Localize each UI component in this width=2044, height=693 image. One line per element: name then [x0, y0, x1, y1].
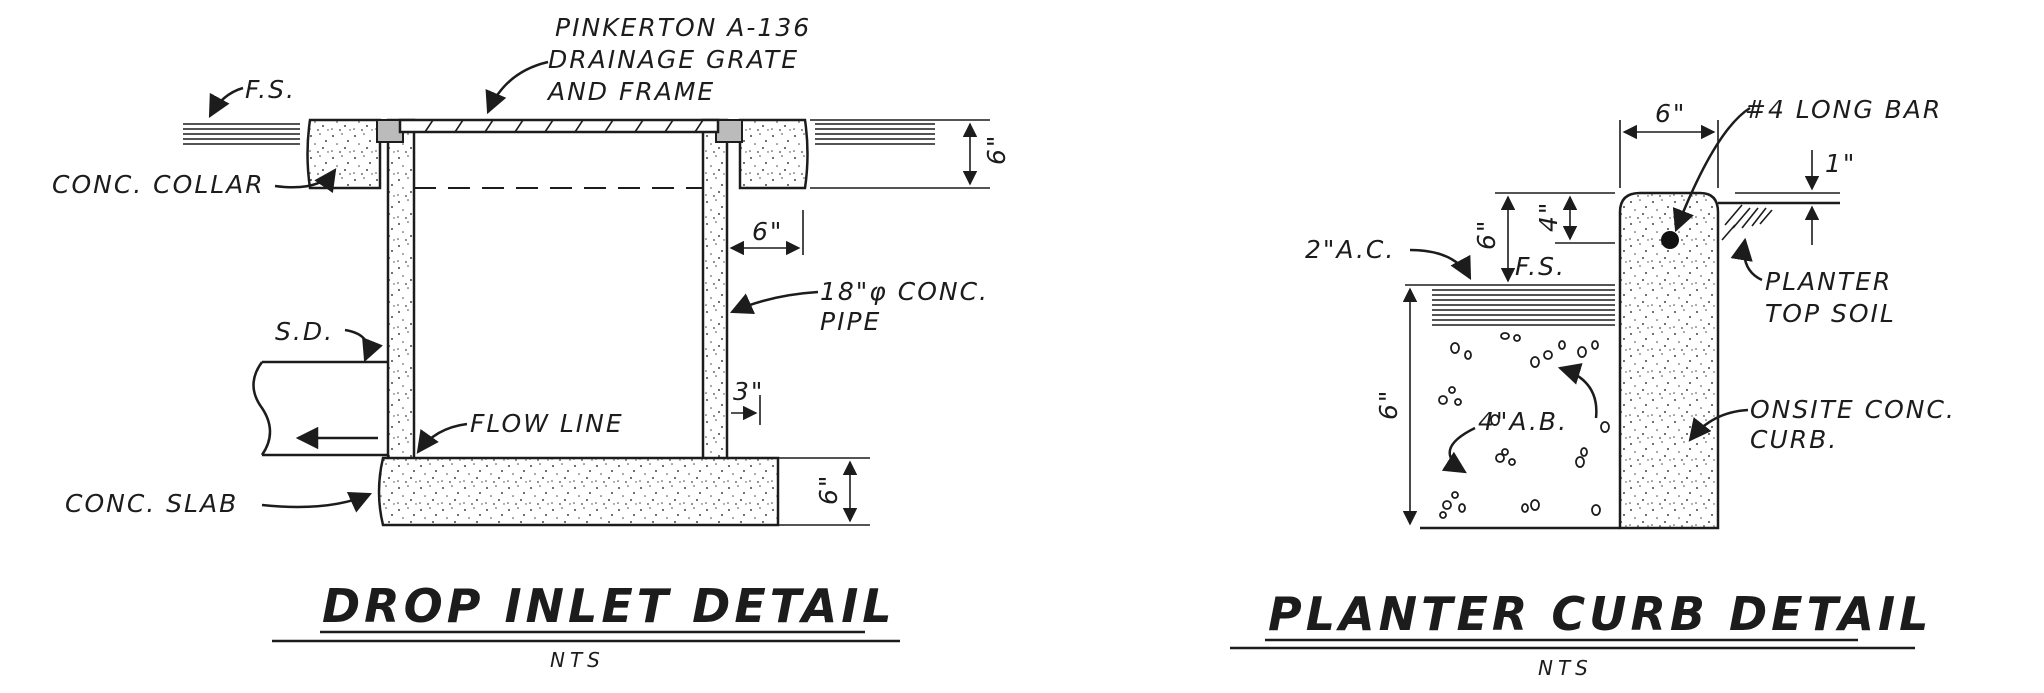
rebar-leader	[1672, 106, 1751, 233]
finished-surface-label: F.S.	[245, 75, 296, 104]
dimension-lower-6-label: 6"	[1374, 389, 1403, 420]
concrete-collar-left	[306, 118, 382, 190]
dimension-wall-top-label: 6"	[752, 217, 783, 246]
dimension-slab-height	[778, 457, 870, 526]
grate-label-line-2: DRAINAGE GRATE	[548, 45, 799, 74]
soil-leader	[1730, 237, 1763, 282]
drop-inlet-title: DROP INLET DETAIL	[322, 579, 896, 633]
dimension-upper-6-label: 6"	[1472, 219, 1501, 250]
storm-drain-label: S.D.	[275, 317, 334, 346]
dimension-upper	[1495, 192, 1615, 283]
asphalt-label: 2"A.C.	[1305, 235, 1395, 264]
curb-label-line-1: ONSITE CONC.	[1750, 395, 1956, 424]
grate-label-line-3: AND FRAME	[546, 77, 715, 106]
dimension-collar-label: 6"	[982, 134, 1011, 165]
collar-leader	[274, 168, 337, 194]
dimension-wall-top	[726, 210, 804, 256]
dimension-slab-label: 6"	[814, 474, 843, 505]
pipe-leader	[729, 290, 819, 315]
dimension-4-label: 4"	[1534, 201, 1563, 232]
drop-inlet-detail: 6" 6" 3" 6" PINKERTON A-136 DRAINAGE GRA…	[52, 13, 1011, 672]
slab-label: CONC. SLAB	[65, 489, 238, 518]
pipe-label-line-1: 18"φ CONC.	[820, 277, 989, 306]
asphalt-concrete-layer	[1432, 284, 1615, 326]
concrete-slab	[377, 456, 780, 527]
asphalt-leader	[1409, 248, 1472, 280]
curb-label-line-2: CURB.	[1750, 425, 1838, 454]
concrete-collar-right	[738, 118, 809, 190]
pipe-wall-left	[386, 118, 416, 462]
aggregate-base-label: 4"A.B.	[1478, 407, 1568, 436]
aggregate-leader-down	[1441, 426, 1476, 474]
dimension-lower	[1402, 284, 1432, 526]
rebar-label: #4 LONG BAR	[1745, 95, 1942, 124]
dimension-top-reveal	[1735, 150, 1840, 245]
drainage-grate	[398, 118, 720, 134]
planter-top-soil	[1718, 201, 1840, 241]
planter-curb-subtitle: NTS	[1538, 656, 1593, 680]
soil-label-line-1: PLANTER	[1765, 267, 1892, 296]
flow-line-label: FLOW LINE	[470, 409, 624, 438]
dimension-curb-width	[1619, 120, 1719, 188]
finished-surface-left	[183, 123, 300, 145]
grate-leader	[485, 60, 549, 115]
drop-inlet-subtitle: NTS	[550, 648, 605, 672]
soil-label-line-2: TOP SOIL	[1765, 299, 1896, 328]
finished-surface-leader	[208, 86, 244, 118]
rebar-dot	[1661, 231, 1679, 249]
frame-right	[715, 119, 743, 143]
grate-label-line-1: PINKERTON A-136	[555, 13, 811, 42]
finished-surface-right	[815, 123, 935, 145]
finished-surface-label-curb: F.S.	[1515, 252, 1566, 281]
dimension-top-label: 1"	[1825, 149, 1856, 178]
aggregate-leader-up	[1557, 363, 1598, 419]
flow-line-leader	[416, 422, 468, 454]
onsite-concrete-curb	[1618, 191, 1720, 530]
planter-curb-detail: 6" 1" 6" 4" 6" #4 LONG BAR 2"A.C. F.S.	[1230, 95, 1956, 680]
slab-leader	[261, 492, 373, 513]
curb-leader	[1688, 408, 1749, 442]
dimension-wall-thickness	[731, 395, 761, 425]
dimension-curb-width-label: 6"	[1655, 99, 1686, 128]
dimension-wall-label: 3"	[733, 377, 764, 406]
dimension-collar-height	[810, 119, 990, 189]
planter-curb-title: PLANTER CURB DETAIL	[1268, 587, 1932, 641]
storm-drain-leader	[344, 328, 383, 363]
collar-label: CONC. COLLAR	[52, 170, 265, 199]
storm-drain-pipe	[252, 360, 388, 457]
pipe-wall-right	[701, 118, 729, 467]
pipe-label-line-2: PIPE	[820, 307, 881, 336]
aggregate-base-pebbles	[1438, 332, 1610, 519]
